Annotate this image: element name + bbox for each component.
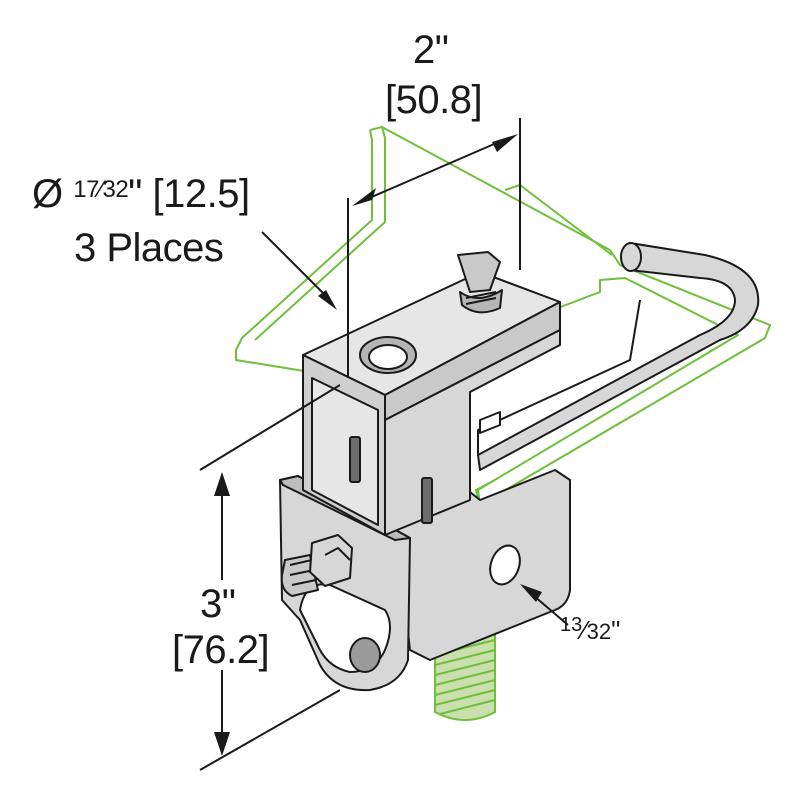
hole-mm: " [12.5] (128, 172, 250, 216)
side-hole-unit: " (611, 615, 621, 645)
height-mm-label: [76.2] (172, 628, 270, 672)
side-hole (489, 544, 521, 586)
dimension-lines (199, 118, 569, 771)
hole-fraction: 17⁄32 (73, 176, 129, 203)
side-hole-num: 13 (560, 614, 583, 636)
diameter-symbol: Ø (32, 172, 63, 216)
side-hole-label: 13⁄32" (560, 614, 621, 645)
clamp-body (279, 469, 571, 692)
set-screw (457, 251, 503, 314)
hole-diameter-label: Ø 17⁄32" [12.5] (32, 172, 250, 217)
width-inch-label: 2" (413, 28, 449, 72)
dimension-arrowheads (214, 134, 542, 756)
side-hole-den: 32 (586, 619, 612, 644)
width-mm-label: [50.8] (385, 78, 483, 122)
clamp-hook (477, 242, 760, 471)
top-bolt-hole (359, 336, 417, 374)
hole-places-label: 3 Places (74, 226, 224, 270)
hole-fraction-den: 32 (102, 176, 129, 203)
hole-fraction-num: 17 (73, 176, 99, 203)
side-hex-bolt (280, 534, 353, 597)
height-inch-label: 3" (200, 582, 236, 626)
